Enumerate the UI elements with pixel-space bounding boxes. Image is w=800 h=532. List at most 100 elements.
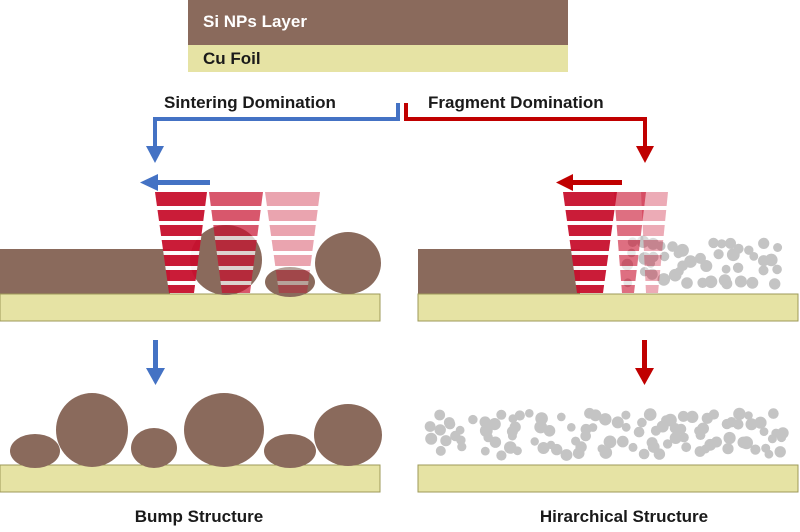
fragment-label: Fragment Domination [428, 93, 604, 112]
sintering-branch-arrow [146, 103, 400, 163]
fragment-particle [513, 446, 522, 456]
fragment-particle [713, 249, 724, 260]
fragment-particle [537, 442, 550, 454]
fragment-result-arrow [635, 340, 654, 385]
fragment-particles [424, 407, 789, 461]
fragment-particle [496, 450, 507, 461]
fragment-particle [725, 237, 736, 249]
fragment-particle [647, 237, 660, 250]
cu-foil-label: Cu Foil [203, 49, 261, 68]
fragment-particle [434, 409, 446, 421]
fragment-particle [708, 237, 719, 249]
fragment-particle [681, 277, 693, 289]
fragment-particle [759, 427, 769, 436]
fragment-particle [589, 409, 602, 422]
fragment-particle [774, 446, 786, 458]
laser-beam-trail [209, 192, 263, 293]
fragment-particle [603, 435, 617, 449]
fragment-particle [560, 449, 573, 461]
fragment-particle [772, 264, 782, 275]
fragment-particle [768, 408, 779, 419]
fragment-particle [669, 432, 682, 444]
fragment-particle [488, 418, 501, 431]
fragment-particle [704, 275, 718, 289]
fragment-particle [695, 430, 706, 440]
fragment-particle [764, 449, 774, 459]
fragment-particle [444, 418, 456, 430]
cu-foil [417, 293, 799, 322]
arrow-head-left-icon [556, 174, 573, 191]
fragment-particle [668, 268, 682, 282]
fragment-process [417, 174, 799, 322]
bump-particle [131, 428, 177, 468]
fragment-particle [435, 445, 446, 456]
fragment-particle [717, 239, 727, 249]
fragment-particle [769, 278, 781, 290]
fragment-particle [599, 446, 613, 459]
sintered-particle [265, 267, 315, 297]
fragment-particle [580, 430, 591, 442]
fragment-particle [621, 410, 631, 420]
sintered-particle [315, 232, 381, 294]
fragment-particle [721, 264, 731, 274]
fragment-particle [496, 409, 507, 420]
fragment-particle [708, 409, 720, 420]
fragment-particle [723, 431, 736, 445]
fragment-particle [767, 434, 777, 444]
fragment-particle [509, 421, 521, 433]
si-layer-remaining [0, 249, 170, 294]
fragment-particle [721, 278, 733, 290]
fragment-particle [617, 435, 629, 448]
bump-particle [10, 434, 60, 468]
fragment-particle [711, 436, 722, 448]
fragment-particle [721, 418, 733, 430]
fragment-particle [514, 410, 525, 421]
bump-particle [314, 404, 382, 466]
fragment-particle [744, 245, 754, 255]
bump-particle [264, 434, 316, 468]
si-layer-remaining [418, 249, 580, 294]
fragment-particle [679, 432, 689, 443]
fragment-particle [611, 416, 624, 429]
fragment-particle [543, 425, 556, 437]
fragment-particle [744, 411, 753, 420]
fragment-particle [425, 432, 438, 445]
fragment-particle [480, 446, 490, 456]
fragment-particle [746, 276, 759, 289]
cu-foil [0, 293, 381, 322]
fragment-particle [754, 416, 767, 429]
fragment-particle [758, 237, 770, 249]
fragment-particle [701, 444, 710, 454]
hierarchical-structure [417, 407, 799, 493]
fragment-particle [628, 442, 638, 452]
scan-direction-arrow [140, 174, 210, 191]
fragment-particle [749, 252, 759, 261]
fragment-particle [732, 419, 744, 430]
fragment-particle [656, 241, 666, 251]
fragment-particle [677, 260, 688, 272]
fragment-particle [765, 253, 778, 267]
fragment-particle [638, 448, 650, 460]
fragment-particle [468, 414, 478, 425]
sintering-process [0, 174, 381, 322]
fragment-particle [776, 432, 787, 443]
fragment-particle [621, 422, 631, 432]
fragment-particle [681, 442, 692, 453]
scan-direction-arrow [556, 174, 622, 191]
fragment-particle [424, 421, 436, 432]
si-nps-layer [188, 0, 568, 45]
fragment-particle [567, 423, 576, 432]
bump-particle [184, 393, 264, 467]
bump-structure [0, 393, 382, 493]
fragment-particle [740, 436, 753, 450]
fragment-particle [551, 443, 563, 456]
hierarchical-structure-label: Hirarchical Structure [540, 507, 708, 526]
fragment-particle [734, 275, 747, 288]
fragment-particle [507, 431, 517, 441]
bump-particle [56, 393, 128, 467]
fragment-particle [675, 423, 687, 435]
fragment-particle [726, 248, 740, 262]
fragment-particle [733, 407, 746, 421]
